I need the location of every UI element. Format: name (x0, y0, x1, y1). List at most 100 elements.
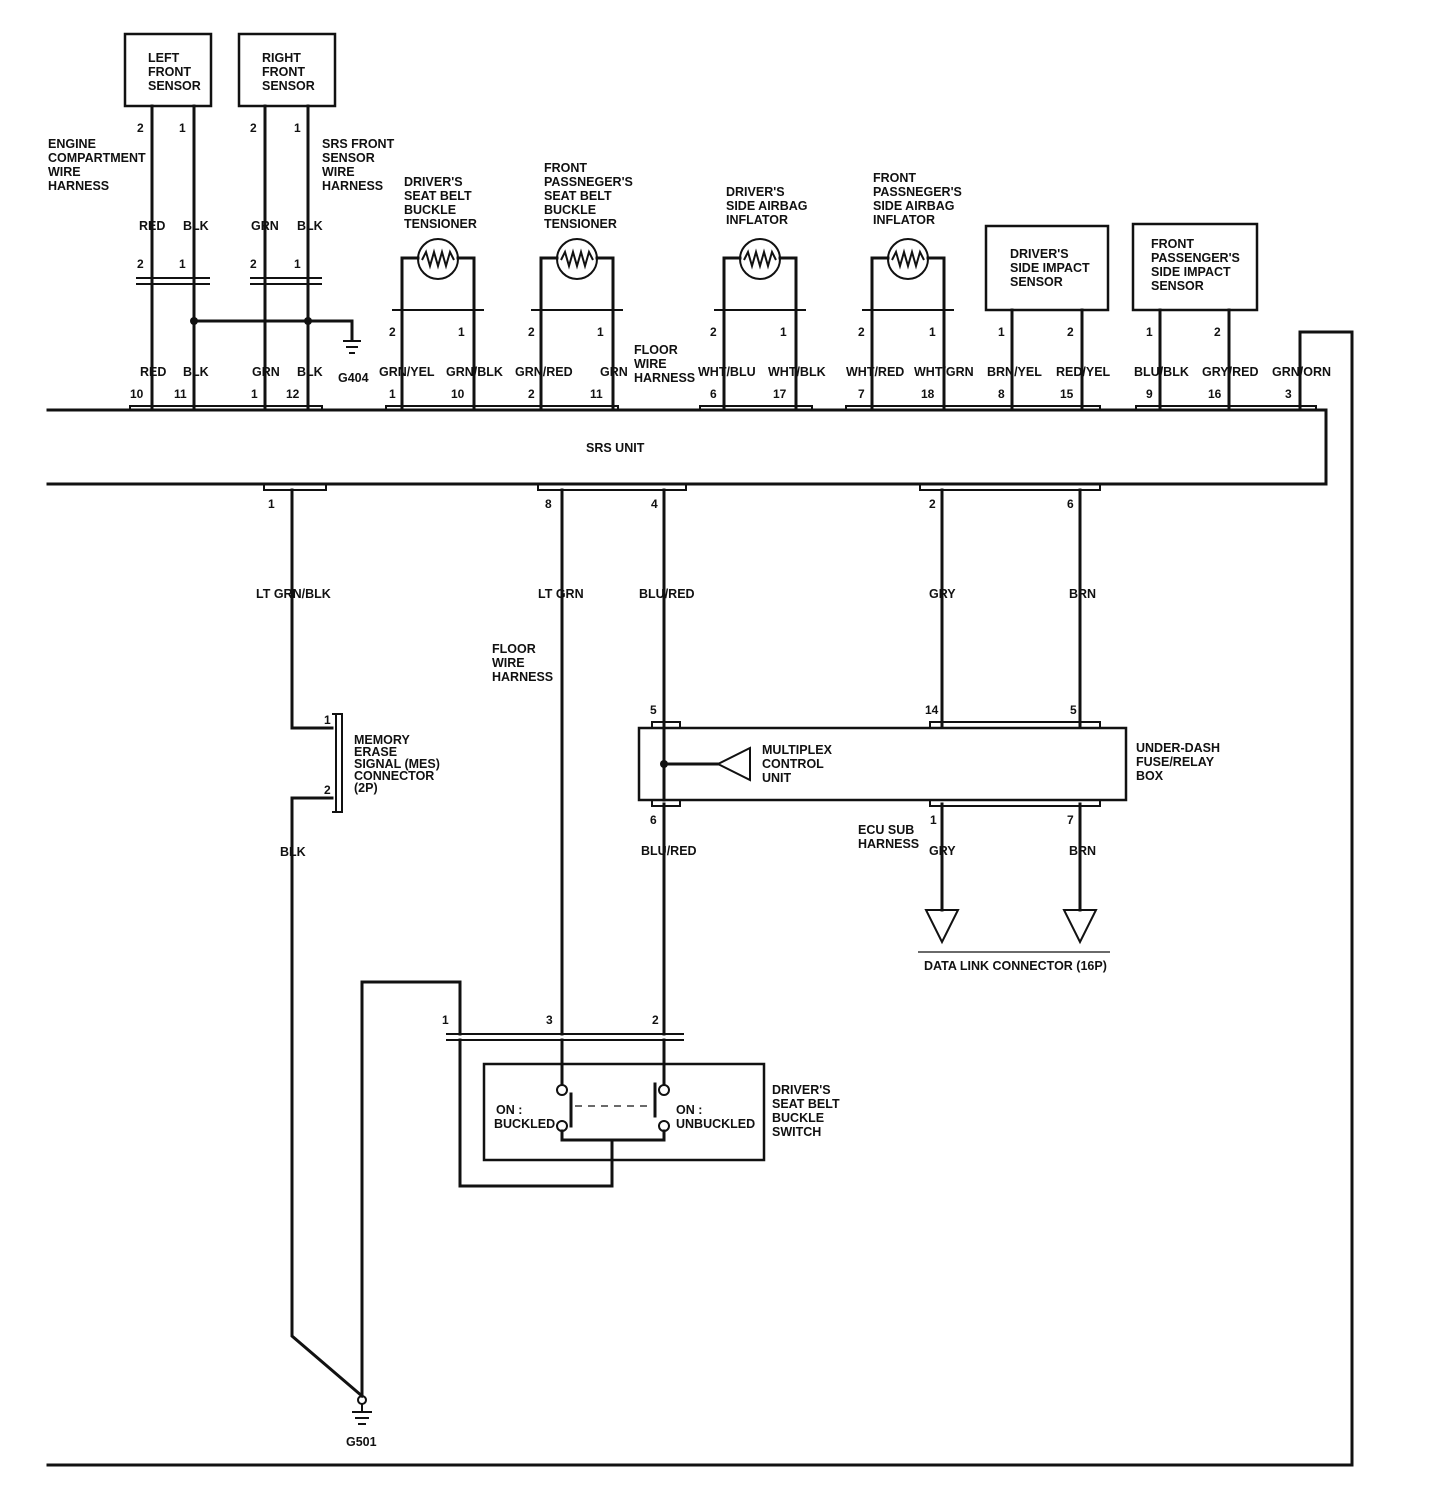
ps-pin-2: 2 (1214, 325, 1221, 339)
srs-bottom-pin-6: 6 (1067, 497, 1074, 511)
srs-color-dt2: GRN/YEL (379, 365, 435, 379)
data-link-connector-icon (918, 909, 1110, 953)
srs-color-1a: GRN (252, 365, 280, 379)
srs-color-di1: WHT/BLK (768, 365, 826, 379)
switch-pin-3: 3 (546, 1013, 553, 1027)
right-front-sensor-box (237, 32, 337, 108)
dt-pin-1: 1 (458, 325, 465, 339)
srs-pin-6: 6 (710, 387, 717, 401)
under-dash-box-label: UNDER-DASH FUSE/RELAY BOX (1136, 741, 1224, 783)
srs-color-pt2: GRN/RED (515, 365, 573, 379)
srs-bottom-pin-4: 4 (651, 497, 658, 511)
rf-sensor-pin-2: 2 (250, 121, 257, 135)
lt-grn-wire-color: LT GRN (538, 587, 584, 601)
pt-pin-2: 2 (528, 325, 535, 339)
srs-pin-7: 7 (858, 387, 865, 401)
passenger-side-airbag-squib (862, 238, 954, 412)
mes-ground-color: BLK (280, 845, 306, 859)
lf-sensor-pin-2: 2 (137, 121, 144, 135)
ps-pin-1: 1 (1146, 325, 1153, 339)
driver-side-airbag-label: DRIVER'S SIDE AIRBAG INFLATOR (726, 185, 811, 227)
srs-pin-11b: 11 (590, 387, 603, 401)
g404-ground-icon (343, 340, 361, 354)
box-pin-5b: 5 (1070, 703, 1077, 717)
srs-color-pt1: GRN (600, 365, 628, 379)
dt-pin-2: 2 (389, 325, 396, 339)
switch-pin-2: 2 (652, 1013, 659, 1027)
mes-pin-2: 2 (324, 783, 331, 797)
box-pin-5a: 5 (650, 703, 657, 717)
mes-connector (332, 713, 343, 813)
blu-red-wire-color: BLU/RED (639, 587, 695, 601)
srs-pin-9: 9 (1146, 387, 1153, 401)
left-front-sensor-box (123, 32, 213, 108)
box-pin-6: 6 (650, 813, 657, 827)
srs-pin-10a: 10 (130, 387, 144, 401)
ecu-sub-harness-label: ECU SUB HARNESS (858, 823, 919, 851)
srs-color-gnd3: GRN/ORN (1272, 365, 1331, 379)
rf-conn-pin-1: 1 (294, 257, 301, 271)
floor-harness-label-lower: FLOOR WIRE HARNESS (492, 642, 553, 684)
brn-bottom-color: BRN (1069, 844, 1096, 858)
passenger-side-impact-sensor-box (1131, 222, 1259, 312)
srs-color-11: BLK (183, 365, 209, 379)
srs-front-sensor-harness-label: SRS FRONT SENSOR WIRE HARNESS (322, 137, 398, 193)
srs-pin-17: 17 (773, 387, 787, 401)
data-link-connector-label: DATA LINK CONNECTOR (16P) (924, 959, 1107, 973)
blu-red-bottom-color: BLU/RED (641, 844, 697, 858)
srs-pin-12: 12 (286, 387, 300, 401)
srs-color-pi2: WHT/RED (846, 365, 904, 379)
ds-pin-2: 2 (1067, 325, 1074, 339)
mes-wire-color: LT GRN/BLK (256, 587, 331, 601)
passenger-side-impact-sensor-label: FRONT PASSENGER'S SIDE IMPACT SENSOR (1151, 237, 1243, 293)
srs-color-pi1: WHT/GRN (914, 365, 974, 379)
srs-unit-label: SRS UNIT (586, 441, 645, 455)
rf-sensor-pin-1: 1 (294, 121, 301, 135)
mes-pin-1: 1 (324, 713, 331, 727)
rf1-mid-color: BLK (297, 219, 323, 233)
srs-color-10: RED (140, 365, 166, 379)
g404-label: G404 (338, 371, 369, 385)
srs-color-ds2: RED/YEL (1056, 365, 1111, 379)
srs-unit (46, 405, 1328, 491)
srs-pin-2: 2 (528, 387, 535, 401)
switch-unbuckled-label: ON : UNBUCKLED (676, 1103, 755, 1131)
front-sensor-wires (136, 104, 354, 412)
left-front-sensor-label: LEFT FRONT SENSOR (148, 51, 201, 93)
srs-color-ds1: BRN/YEL (987, 365, 1042, 379)
box-pin-1: 1 (930, 813, 937, 827)
srs-pin-8: 8 (998, 387, 1005, 401)
multiplex-control-unit-label: MULTIPLEX CONTROL UNIT (762, 743, 835, 785)
seat-belt-buckle-switch-label: DRIVER'S SEAT BELT BUCKLE SWITCH (772, 1083, 843, 1139)
pi-pin-2: 2 (858, 325, 865, 339)
srs-pin-1a: 1 (251, 387, 258, 401)
driver-tensioner-label: DRIVER'S SEAT BELT BUCKLE TENSIONER (404, 175, 477, 231)
pi-pin-1: 1 (929, 325, 936, 339)
rf-mid-color: GRN (251, 219, 279, 233)
srs-color-di2: WHT/BLU (698, 365, 756, 379)
passenger-tensioner-squib (531, 238, 623, 412)
box-pin-14: 14 (925, 703, 939, 717)
di-pin-2: 2 (710, 325, 717, 339)
srs-bottom-pin-2: 2 (929, 497, 936, 511)
lf1-mid-color: BLK (183, 219, 209, 233)
floor-harness-label-upper: FLOOR WIRE HARNESS (634, 343, 695, 385)
engine-compartment-harness-label: ENGINE COMPARTMENT WIRE HARNESS (48, 137, 149, 193)
passenger-side-airbag-label: FRONT PASSNEGER'S SIDE AIRBAG INFLATOR (873, 171, 965, 227)
srs-color-dt1: GRN/BLK (446, 365, 503, 379)
right-front-sensor-label: RIGHT FRONT SENSOR (262, 51, 315, 93)
srs-pin-16: 16 (1208, 387, 1222, 401)
driver-side-impact-sensor-label: DRIVER'S SIDE IMPACT SENSOR (1010, 247, 1093, 289)
lf-mid-color: RED (139, 219, 165, 233)
srs-color-12: BLK (297, 365, 323, 379)
brn-wire-color: BRN (1069, 587, 1096, 601)
rf-conn-pin-2: 2 (250, 257, 257, 271)
di-pin-1: 1 (780, 325, 787, 339)
lf-conn-pin-2: 2 (137, 257, 144, 271)
g501-ground-icon (352, 1395, 372, 1425)
mes-connector-label: MEMORY ERASE SIGNAL (MES) CONNECTOR (2P) (354, 733, 443, 795)
under-dash-fuse-relay-box (637, 721, 1128, 807)
seat-belt-buckle-switch (446, 1033, 766, 1188)
srs-bottom-pin-8: 8 (545, 497, 552, 511)
